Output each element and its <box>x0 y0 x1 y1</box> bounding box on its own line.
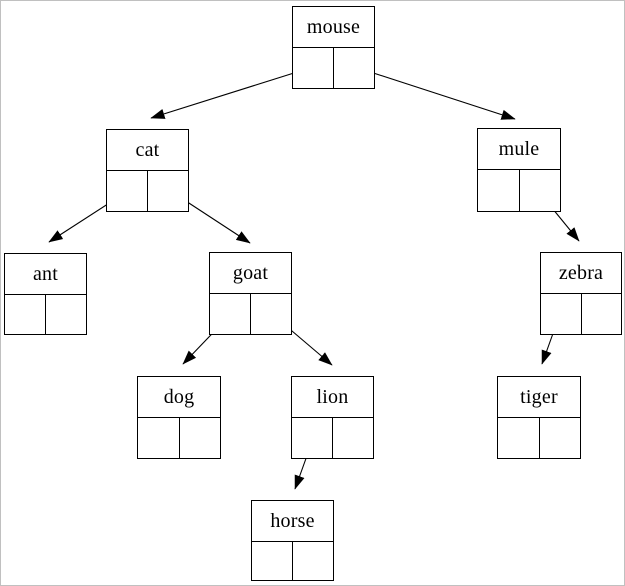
node-label-mouse: mouse <box>293 7 374 48</box>
pointer-cells <box>210 294 291 334</box>
tree-node-lion: lion <box>291 376 374 459</box>
node-label-goat: goat <box>210 253 291 294</box>
tree-node-dog: dog <box>137 376 221 459</box>
left-pointer-cell <box>478 170 520 211</box>
right-pointer-cell <box>251 294 291 334</box>
tree-node-mouse: mouse <box>292 6 375 89</box>
right-pointer-cell <box>334 48 374 88</box>
left-pointer-cell <box>138 418 180 458</box>
left-pointer-cell <box>541 294 582 334</box>
pointer-cells <box>5 295 86 334</box>
node-label-tiger: tiger <box>498 377 580 418</box>
tree-node-tiger: tiger <box>497 376 581 459</box>
left-pointer-cell <box>252 542 293 580</box>
pointer-cells <box>478 170 560 211</box>
right-pointer-cell <box>148 171 188 211</box>
tree-node-cat: cat <box>106 129 189 212</box>
edge-mouse-cat <box>150 66 314 119</box>
pointer-cells <box>498 418 580 458</box>
left-pointer-cell <box>292 418 333 458</box>
node-label-mule: mule <box>478 129 560 170</box>
edge-mouse-mule <box>354 66 516 120</box>
left-pointer-cell <box>107 171 148 211</box>
right-pointer-cell <box>46 295 86 334</box>
tree-node-ant: ant <box>4 253 87 335</box>
tree-node-mule: mule <box>477 128 561 212</box>
right-pointer-cell <box>582 294 622 334</box>
tree-node-zebra: zebra <box>540 252 622 335</box>
node-label-cat: cat <box>107 130 188 171</box>
right-pointer-cell <box>293 542 333 580</box>
tree-node-horse: horse <box>251 500 334 581</box>
pointer-cells <box>252 542 333 580</box>
tree-node-goat: goat <box>209 252 292 335</box>
node-label-ant: ant <box>5 254 86 295</box>
left-pointer-cell <box>210 294 251 334</box>
pointer-cells <box>541 294 621 334</box>
node-label-lion: lion <box>292 377 373 418</box>
right-pointer-cell <box>540 418 581 458</box>
right-pointer-cell <box>180 418 221 458</box>
left-pointer-cell <box>5 295 46 334</box>
pointer-cells <box>138 418 220 458</box>
pointer-cells <box>107 171 188 211</box>
node-label-dog: dog <box>138 377 220 418</box>
node-label-zebra: zebra <box>541 253 621 294</box>
pointer-cells <box>293 48 374 88</box>
left-pointer-cell <box>498 418 540 458</box>
right-pointer-cell <box>333 418 373 458</box>
left-pointer-cell <box>293 48 334 88</box>
right-pointer-cell <box>520 170 561 211</box>
node-label-horse: horse <box>252 501 333 542</box>
pointer-cells <box>292 418 373 458</box>
